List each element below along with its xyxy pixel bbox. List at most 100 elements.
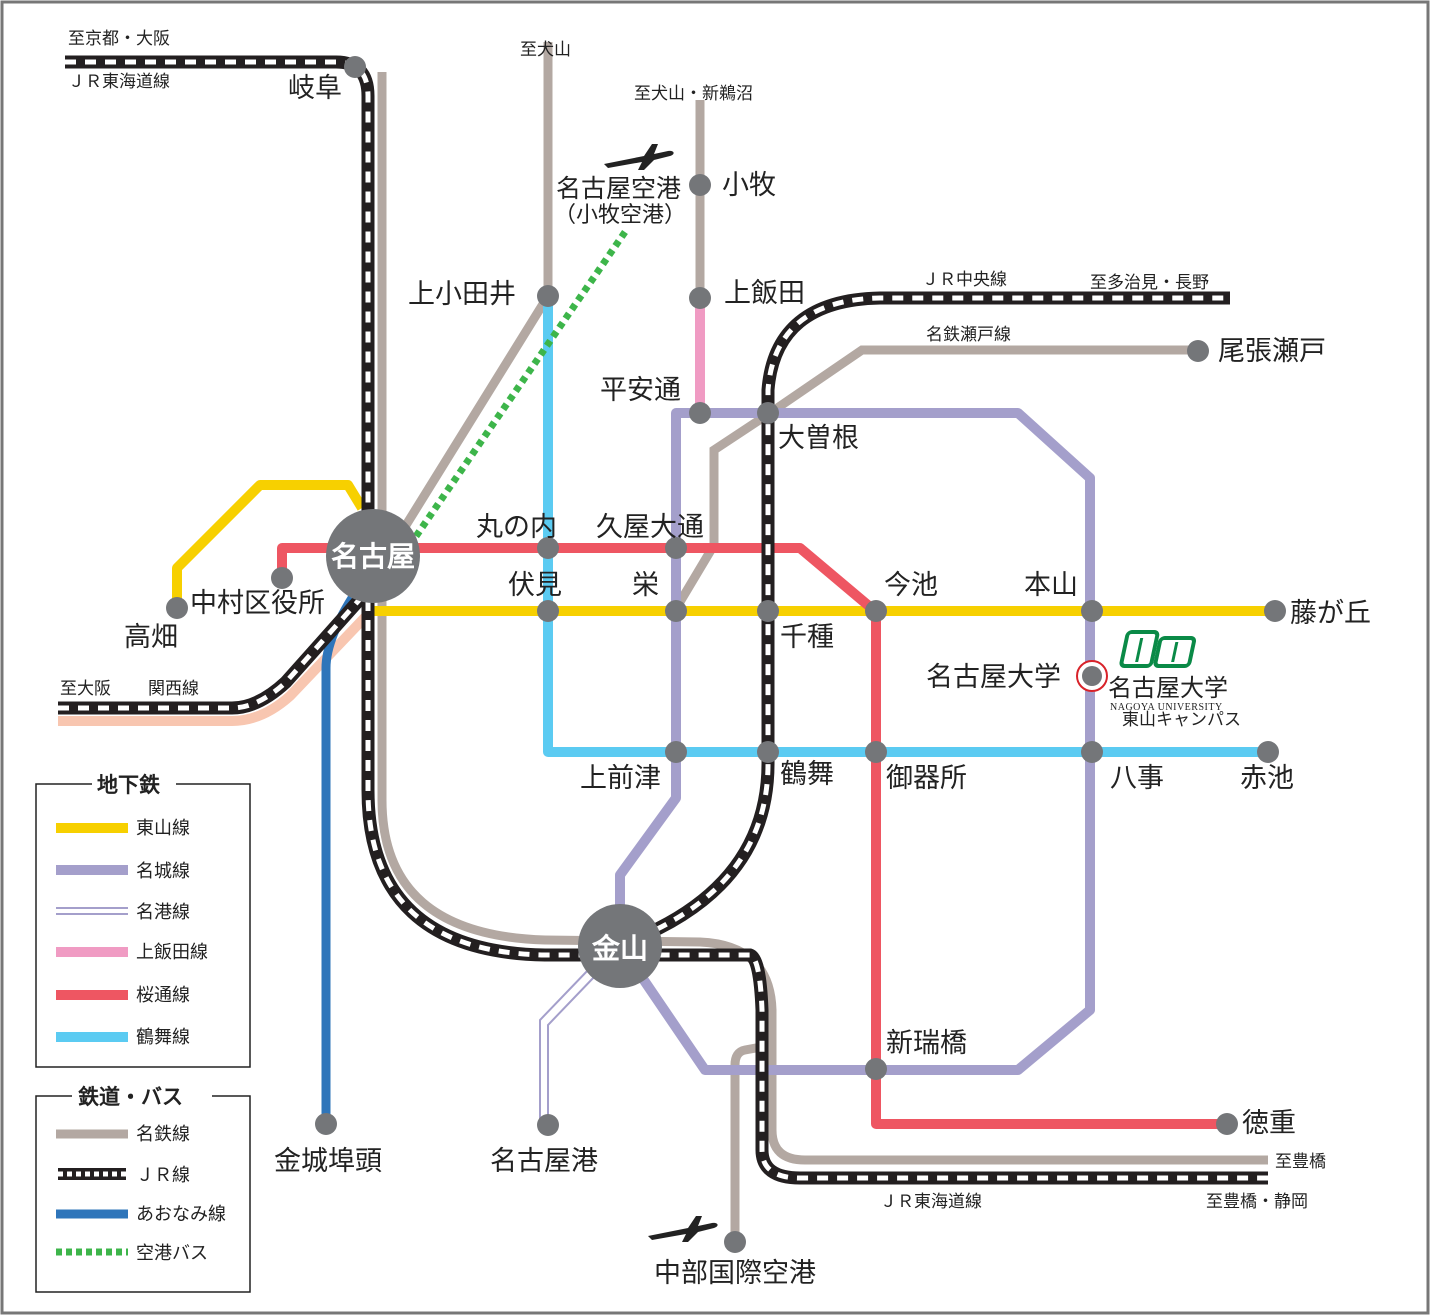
station-akaike[interactable] — [1257, 741, 1279, 763]
label-nagoya-airport: 名古屋空港 — [556, 175, 681, 203]
sakuradori-line — [277, 543, 1227, 1129]
higashiyama-line — [172, 480, 1275, 616]
hub-nagoya-label: 名古屋 — [331, 541, 415, 572]
legend-label-meijo: 名城線 — [136, 861, 190, 881]
station-kinjofuto[interactable] — [315, 1113, 337, 1135]
tsurumai-line — [543, 296, 1268, 757]
station-tsurumai[interactable] — [757, 741, 779, 763]
station-marunouchi[interactable] — [537, 537, 559, 559]
airplane-icon — [648, 1216, 718, 1242]
station-hisaya[interactable] — [665, 537, 687, 559]
station-imaike[interactable] — [865, 600, 887, 622]
meijo-line — [615, 408, 1095, 1075]
dir-inuyama-shinunuma: 至犬山・新鵜沼 — [634, 84, 753, 103]
direction-labels: 至京都・大阪 ＪＲ東海道線 至犬山 至犬山・新鵜沼 ＪＲ中央線 至多治見・長野 … — [60, 29, 1326, 1211]
legend-label-airportbus: 空港バス — [136, 1243, 208, 1263]
station-takabata[interactable] — [166, 597, 188, 619]
station-kamiiida[interactable] — [689, 287, 711, 309]
label-centrair: 中部国際空港 — [654, 1258, 816, 1288]
station-centrair[interactable] — [724, 1231, 746, 1253]
legend-label-aonami: あおなみ線 — [136, 1204, 226, 1224]
station-heiandori[interactable] — [689, 402, 711, 424]
meiko-line — [539, 967, 597, 1125]
label-tsurumai: 鶴舞 — [780, 759, 834, 789]
label-takabata: 高畑 — [124, 622, 178, 652]
legend-subway: 地下鉄 東山線 名城線 名港線 上飯田線 桜通線 鶴舞線 — [35, 773, 251, 1068]
label-imaike: 今池 — [884, 570, 938, 600]
legend-rail: 鉄道・バス 名鉄線 ＪＲ線 あおなみ線 空港バス — [35, 1085, 251, 1293]
station-ozone[interactable] — [757, 402, 779, 424]
nu-campus: 東山キャンパス — [1122, 710, 1241, 729]
label-komaki-airport: （小牧空港） — [554, 202, 686, 227]
nu-emblem-icon — [1119, 630, 1197, 668]
station-fushimi[interactable] — [537, 600, 559, 622]
label-kamiotai: 上小田井 — [408, 279, 516, 309]
label-ozone: 大曽根 — [778, 423, 859, 453]
dir-jr-tokaido-west: ＪＲ東海道線 — [68, 72, 170, 91]
dir-kansai: 関西線 — [148, 679, 199, 698]
label-marunouchi: 丸の内 — [476, 512, 557, 542]
station-motoyama[interactable] — [1081, 600, 1103, 622]
airplane-icon — [604, 144, 674, 170]
station-kamimaezu[interactable] — [665, 741, 687, 763]
label-gokiso: 御器所 — [886, 763, 967, 793]
station-nagoya-univ[interactable] — [1082, 666, 1102, 686]
label-akaike: 赤池 — [1240, 763, 1294, 793]
label-fushimi: 伏見 — [508, 570, 562, 600]
aonami-line — [321, 595, 356, 1124]
hub-nagoya[interactable] — [326, 509, 420, 603]
station-nakamura[interactable] — [271, 567, 293, 589]
station-yagoto[interactable] — [1081, 741, 1103, 763]
label-gifu: 岐阜 — [288, 73, 342, 103]
legend-subway-title: 地下鉄 — [97, 773, 160, 797]
station-sakae[interactable] — [665, 600, 687, 622]
label-hisaya: 久屋大通 — [596, 512, 704, 542]
label-fujigaoka: 藤が丘 — [1290, 598, 1371, 628]
station-komaki[interactable] — [689, 174, 711, 196]
station-labels: 岐阜 名古屋空港 （小牧空港） 小牧 上小田井 上飯田 尾張瀬戸 平安通 大曽根… — [124, 73, 1371, 1288]
label-tokushige: 徳重 — [1242, 1108, 1296, 1138]
dir-meitetsu-seto: 名鉄瀬戸線 — [926, 325, 1011, 344]
kansai-pink-line — [58, 608, 374, 726]
dir-tajimi: 至多治見・長野 — [1090, 273, 1209, 292]
label-chikusa: 千種 — [780, 622, 834, 652]
legend-label-meiko: 名港線 — [136, 902, 190, 922]
nagoya-university-logo: 名古屋大学 NAGOYA UNIVERSITY 東山キャンパス — [1108, 630, 1241, 729]
dir-jr-tokaido-east: ＪＲ東海道線 — [880, 1192, 982, 1211]
label-nagoya-univ: 名古屋大学 — [926, 662, 1061, 692]
label-aratamabashi: 新瑞橋 — [886, 1028, 967, 1058]
dir-inuyama: 至犬山 — [520, 40, 571, 59]
hub-kanayama-label: 金山 — [591, 932, 648, 964]
legend-label-kamiiida: 上飯田線 — [136, 942, 208, 962]
station-aratamabashi[interactable] — [865, 1058, 887, 1080]
label-kamimaezu: 上前津 — [580, 763, 661, 793]
label-yagoto: 八事 — [1110, 763, 1164, 793]
station-nagoyako[interactable] — [537, 1114, 559, 1136]
station-fujigaoka[interactable] — [1264, 600, 1286, 622]
station-gokiso[interactable] — [865, 741, 887, 763]
dir-osaka: 至大阪 — [60, 679, 111, 698]
station-chikusa[interactable] — [757, 600, 779, 622]
hub-kanayama[interactable] — [578, 904, 662, 988]
dir-toyohashi: 至豊橋 — [1275, 1152, 1326, 1171]
label-motoyama: 本山 — [1024, 570, 1078, 600]
legend-rail-title: 鉄道・バス — [78, 1085, 183, 1109]
label-sakae: 栄 — [632, 570, 659, 600]
legend-label-higashiyama: 東山線 — [136, 818, 190, 838]
label-owariseto: 尾張瀬戸 — [1218, 336, 1326, 366]
label-nakamura: 中村区役所 — [190, 588, 325, 618]
stations — [166, 56, 1286, 1253]
label-komaki: 小牧 — [722, 170, 776, 200]
station-owariseto[interactable] — [1187, 340, 1209, 362]
station-gifu[interactable] — [344, 56, 366, 78]
dir-jr-chuo: ＪＲ中央線 — [922, 270, 1007, 289]
station-kamiotai[interactable] — [537, 285, 559, 307]
label-kamiiida: 上飯田 — [724, 278, 805, 308]
legend-label-sakuradori: 桜通線 — [136, 985, 190, 1005]
airport-bus-line — [407, 230, 628, 547]
legend-label-meitetsu: 名鉄線 — [136, 1124, 190, 1144]
dir-toyohashi-shizuoka: 至豊橋・静岡 — [1206, 1192, 1308, 1211]
station-tokushige[interactable] — [1216, 1113, 1238, 1135]
